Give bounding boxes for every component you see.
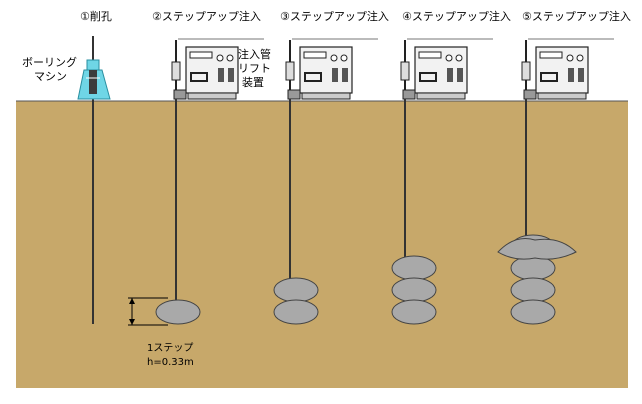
injector-gauge-1 xyxy=(330,54,338,62)
lift-foot xyxy=(287,89,301,100)
boring-machine-head xyxy=(86,59,100,71)
boring-machine-label-line1: ボーリング xyxy=(22,55,77,69)
lift-clamp xyxy=(171,61,181,81)
boring-machine-label-line2: マシン xyxy=(34,70,67,83)
injector-panel-top xyxy=(303,51,327,59)
injector-display-window xyxy=(542,74,556,80)
injector-handle-1 xyxy=(447,68,453,82)
stage-title-5: ⑤ステップアップ注入 xyxy=(522,9,631,23)
injector-skid xyxy=(537,92,587,100)
injector-skid xyxy=(187,92,237,100)
lift-clamp xyxy=(521,61,531,81)
injector-gauge-1 xyxy=(566,54,574,62)
stage-title-3: ③ステップアップ注入 xyxy=(280,9,389,23)
injector-handle-2 xyxy=(578,68,584,82)
grout-pump-lift-unit-icon-4 xyxy=(521,38,614,100)
lift-foot xyxy=(402,89,416,100)
lift-label-line2: リフト xyxy=(238,62,271,75)
injector-handle-2 xyxy=(457,68,463,82)
injector-handle-1 xyxy=(332,68,338,82)
lift-foot xyxy=(523,89,537,100)
injector-gauge-2 xyxy=(455,54,463,62)
boring-machine-icon xyxy=(77,59,111,100)
injector-gauge-2 xyxy=(340,54,348,62)
injector-skid xyxy=(416,92,466,100)
grout-bulb-stage2-1 xyxy=(155,299,201,325)
grout-bulb-stage5-top xyxy=(497,238,577,260)
injector-handle-2 xyxy=(342,68,348,82)
lift-clamp xyxy=(285,61,295,81)
injector-skid xyxy=(301,92,351,100)
grout-pump-lift-unit-icon-3 xyxy=(400,38,493,100)
boring-machine-chuck xyxy=(89,70,97,94)
injector-display-window xyxy=(421,74,435,80)
injector-gauge-2 xyxy=(576,54,584,62)
grout-pump-lift-unit-icon-1 xyxy=(171,38,264,100)
grout-bulb-stage5-3 xyxy=(510,277,556,303)
injector-panel-top xyxy=(539,51,563,59)
injector-gauge-1 xyxy=(445,54,453,62)
lift-foot xyxy=(173,89,187,100)
injector-gauge-2 xyxy=(226,54,234,62)
step-height-dimension xyxy=(128,297,168,326)
lift-label-line3: 装置 xyxy=(242,76,264,89)
lift-clamp xyxy=(400,61,410,81)
stage-title-1: ①削孔 xyxy=(80,9,112,23)
stage-title-4: ④ステップアップ注入 xyxy=(402,9,511,23)
grout-bulb-stage3-1 xyxy=(273,277,319,303)
injector-handle-1 xyxy=(218,68,224,82)
injector-panel-top xyxy=(418,51,442,59)
grout-bulb-stage5-4 xyxy=(510,299,556,325)
grout-bulb-stage4-3 xyxy=(391,299,437,325)
grout-bulb-stage4-1 xyxy=(391,255,437,281)
step-label-line2: h=0.33m xyxy=(147,357,194,368)
equipment-group xyxy=(77,36,614,325)
step-label-line1: 1ステップ xyxy=(147,342,193,354)
lift-label-line1: 注入管 xyxy=(238,47,271,61)
injector-panel-top xyxy=(189,51,213,59)
stage-title-2: ②ステップアップ注入 xyxy=(152,9,261,23)
injector-display-window xyxy=(306,74,320,80)
injector-display-window xyxy=(192,74,206,80)
grout-pump-lift-unit-icon-2 xyxy=(285,38,378,100)
grout-bulb-stage4-2 xyxy=(391,277,437,303)
injector-handle-1 xyxy=(568,68,574,82)
injector-gauge-1 xyxy=(216,54,224,62)
grout-bulb-stage3-2 xyxy=(273,299,319,325)
injector-handle-2 xyxy=(228,68,234,82)
